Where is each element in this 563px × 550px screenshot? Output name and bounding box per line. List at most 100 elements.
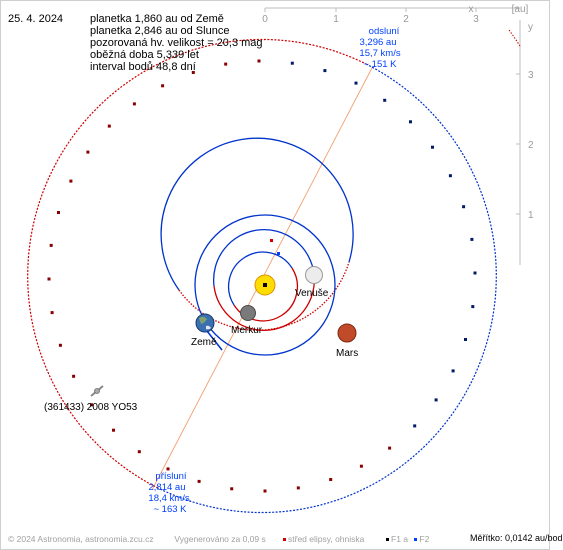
orbit-point-marker bbox=[323, 69, 327, 73]
y-tick-1: 1 bbox=[528, 210, 534, 221]
orbit-point-marker bbox=[224, 62, 228, 66]
earth bbox=[195, 313, 223, 351]
orbit-point-marker bbox=[290, 61, 294, 65]
orbit-point-marker bbox=[296, 486, 300, 490]
orbit-point-marker bbox=[69, 179, 73, 183]
orbit-point-marker bbox=[50, 311, 54, 315]
orbit-point-marker bbox=[451, 369, 455, 373]
earth-direction-line bbox=[206, 330, 223, 351]
legend-black-dot-icon bbox=[386, 538, 389, 542]
orbit-point-marker bbox=[72, 374, 76, 378]
orbit-point-marker bbox=[58, 343, 62, 347]
y-tick-3: 3 bbox=[528, 70, 534, 81]
top-axis: 0 1 2 3 x [au] bbox=[262, 4, 528, 25]
aphelion-title: odsluní bbox=[369, 26, 400, 37]
orbit-point-marker bbox=[462, 205, 466, 209]
aphelion-speed: 15,7 km/s bbox=[359, 48, 400, 59]
earth-icon bbox=[195, 313, 215, 333]
orbit-point-marker bbox=[112, 428, 115, 432]
orbit-point-marker bbox=[388, 446, 392, 450]
perihelion-labels: přísluní 2,814 au 18,4 km/s ~ 163 K bbox=[148, 471, 189, 515]
orbit-point-marker bbox=[47, 277, 51, 281]
legend-blue-dot-icon bbox=[414, 538, 418, 542]
orbit-point-marker bbox=[413, 424, 417, 428]
mercury-label: Merkur bbox=[231, 325, 263, 336]
y-tick-2: 2 bbox=[528, 140, 534, 151]
legend-center-text: střed elipsy, ohniska bbox=[288, 534, 365, 544]
x-tick-2: 2 bbox=[403, 14, 409, 25]
orbit-point-marker bbox=[230, 487, 234, 491]
legend-foci: F1 a F2 bbox=[386, 534, 429, 544]
frame-border bbox=[0, 0, 550, 550]
info-magnitude: pozorovaná hv. velikost = 20,3 mag bbox=[90, 37, 263, 49]
x-tick-3: 3 bbox=[473, 14, 479, 25]
legend-center: střed elipsy, ohniska bbox=[283, 534, 364, 544]
earth-orbit bbox=[194, 214, 336, 356]
axis-unit: [au] bbox=[512, 4, 529, 15]
orbit-point-marker bbox=[471, 305, 475, 309]
venus-orbit bbox=[212, 229, 316, 331]
asteroid-orbit-points bbox=[47, 59, 477, 493]
orbit-point-marker bbox=[434, 398, 438, 402]
orbit-point-marker bbox=[90, 403, 93, 407]
aphelion-temp: ~ 151 K bbox=[363, 59, 397, 70]
asteroid-label: (361433) 2008 YO53 bbox=[44, 402, 138, 413]
orbit-point-marker bbox=[86, 150, 90, 154]
orbit-point-marker bbox=[132, 102, 136, 106]
footer-copyright: © 2024 Astronomia, astronomia.zcu.cz bbox=[8, 534, 154, 544]
perihelion-temp: ~ 163 K bbox=[153, 504, 187, 515]
orbit-point-marker bbox=[107, 124, 111, 128]
aphelion-labels: odsluní 3,296 au 15,7 km/s ~ 151 K bbox=[359, 26, 400, 70]
legend-red-dot-icon bbox=[283, 538, 286, 542]
orbit-point-marker bbox=[470, 237, 474, 241]
orbit-point-marker bbox=[354, 81, 358, 85]
perihelion-title: přísluní bbox=[155, 471, 187, 482]
info-sun-distance: planetka 2,846 au od Slunce bbox=[90, 25, 230, 37]
orbit-point-marker bbox=[383, 98, 387, 102]
asteroid bbox=[90, 385, 104, 397]
perihelion-speed: 18,4 km/s bbox=[148, 493, 189, 504]
ellipse-center-marker bbox=[270, 239, 273, 242]
outer-orbit-fragment bbox=[508, 29, 521, 47]
orbit-point-marker bbox=[166, 467, 170, 471]
footer-generated: Vygenerováno za 0,09 s bbox=[174, 534, 266, 544]
orbit-point-marker bbox=[161, 84, 165, 88]
perihelion-distance: 2,814 au bbox=[149, 482, 186, 493]
focus-f2-marker bbox=[277, 252, 280, 255]
mercury-icon bbox=[240, 305, 256, 321]
legend-f1-text: F1 a bbox=[391, 534, 409, 544]
orbit-point-marker bbox=[359, 464, 363, 468]
orbit-diagram: 0 1 2 3 x [au] 3 2 1 y bbox=[0, 0, 550, 550]
info-period: oběžná doba 5,339 let bbox=[90, 49, 199, 61]
orbit-point-marker bbox=[464, 338, 467, 341]
asteroid-orbit-red bbox=[27, 38, 367, 489]
info-block: planetka 1,860 au od Země planetka 2,846… bbox=[90, 13, 263, 73]
sun bbox=[254, 274, 276, 296]
sun-focus-marker bbox=[263, 283, 267, 287]
scale-label: Měřítko: 0,0142 au/bod bbox=[470, 533, 563, 543]
mars-label: Mars bbox=[336, 348, 358, 359]
x-axis-letter: x bbox=[469, 4, 474, 15]
info-earth-distance: planetka 1,860 au od Země bbox=[90, 13, 224, 25]
orbit-point-marker bbox=[257, 59, 261, 63]
info-interval: interval bodů 48,8 dní bbox=[90, 61, 196, 73]
legend-f2-text: F2 bbox=[419, 534, 430, 544]
orbit-point-marker bbox=[473, 271, 477, 275]
right-axis: 3 2 1 y bbox=[516, 20, 534, 265]
orbit-point-marker bbox=[137, 450, 141, 454]
orbit-point-marker bbox=[409, 120, 412, 124]
aphelion-distance: 3,296 au bbox=[360, 37, 397, 48]
x-tick-0: 0 bbox=[262, 14, 268, 25]
orbit-point-marker bbox=[431, 145, 434, 149]
orbit-point-marker bbox=[197, 479, 201, 483]
orbit-point-marker bbox=[263, 489, 267, 493]
venus-label: Venuše bbox=[295, 288, 329, 299]
orbit-point-marker bbox=[448, 174, 452, 178]
mars-orbit bbox=[160, 137, 354, 331]
x-tick-1: 1 bbox=[333, 14, 339, 25]
orbit-point-marker bbox=[49, 243, 53, 247]
earth-label: Země bbox=[191, 337, 217, 348]
y-axis-letter: y bbox=[528, 22, 533, 33]
venus-icon bbox=[305, 266, 323, 284]
date-label: 25. 4. 2024 bbox=[8, 13, 64, 25]
